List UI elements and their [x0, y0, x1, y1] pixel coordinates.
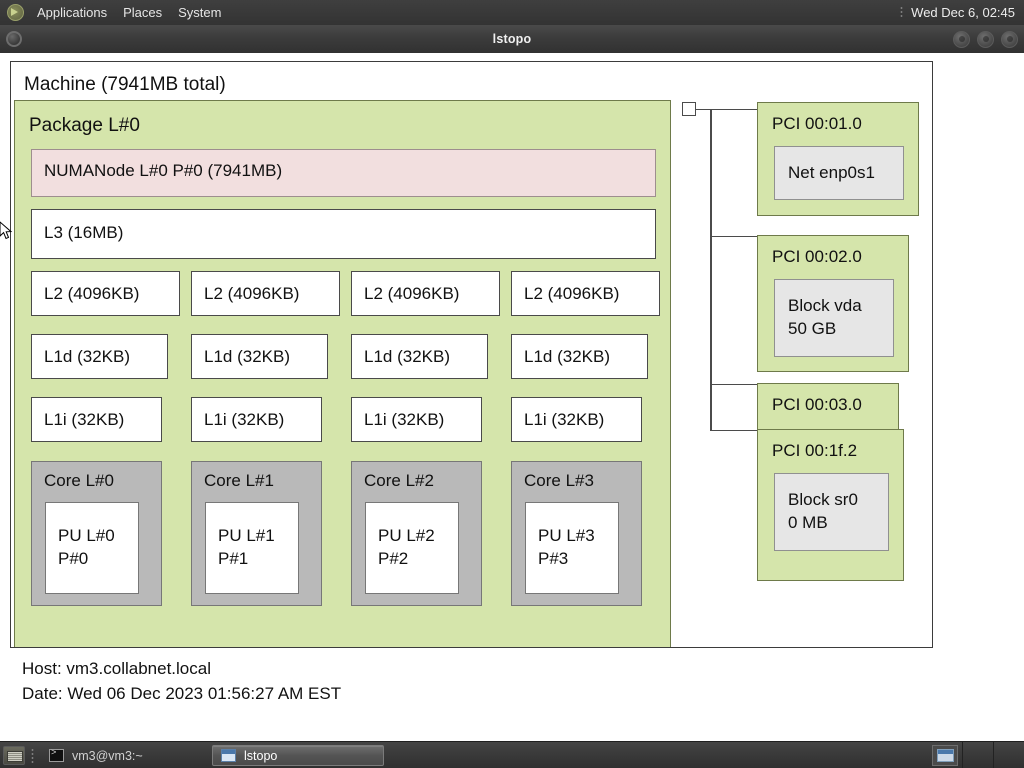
pu-label-line2-1: P#1 — [218, 549, 249, 568]
pu-box-0[interactable]: PU L#0 P#0 — [45, 502, 139, 594]
l2-cache-box-2[interactable]: L2 (4096KB) — [351, 271, 500, 316]
task-label-lstopo: lstopo — [244, 748, 278, 763]
pci-child-line2-3: 0 MB — [788, 513, 828, 532]
l1d-cache-box-1[interactable]: L1d (32KB) — [191, 334, 328, 379]
info-footer: Host: vm3.collabnet.local Date: Wed 06 D… — [10, 647, 933, 710]
pu-label-line2-2: P#2 — [378, 549, 409, 568]
numanode-label: NUMANode L#0 P#0 (7941MB) — [44, 161, 283, 180]
panel-clock[interactable]: Wed Dec 6, 02:45 — [911, 5, 1015, 20]
pci-child-line1-3: Block sr0 — [788, 490, 858, 510]
l2-cache-box-0[interactable]: L2 (4096KB) — [31, 271, 180, 316]
l1i-cache-box-1[interactable]: L1i (32KB) — [191, 397, 322, 442]
taskbar-divider-2 — [993, 742, 994, 768]
show-desktop-icon[interactable] — [3, 746, 25, 765]
bottom-taskbar: vm3@vm3:~ lstopo — [0, 741, 1024, 768]
pu-label-line1-0: PU L#0 — [58, 526, 115, 546]
pu-box-2[interactable]: PU L#2 P#2 — [365, 502, 459, 594]
l1i-cache-box-3[interactable]: L1i (32KB) — [511, 397, 642, 442]
l2-cache-box-1[interactable]: L2 (4096KB) — [191, 271, 340, 316]
workspace-2[interactable] — [963, 742, 993, 768]
pci-label-0: PCI 00:01.0 — [772, 114, 862, 133]
pu-label-line2-0: P#0 — [58, 549, 89, 568]
l1d-cache-box-0[interactable]: L1d (32KB) — [31, 334, 168, 379]
numanode-box[interactable]: NUMANode L#0 P#0 (7941MB) — [31, 149, 656, 197]
maximize-button[interactable] — [977, 30, 994, 48]
core-box-3[interactable]: Core L#3 PU L#3 P#3 — [511, 461, 642, 606]
taskbar-divider-1 — [962, 742, 963, 768]
pci-tree-root-node — [682, 102, 696, 116]
pci-tree-branch-0 — [710, 108, 758, 110]
pci-tree-branch-2 — [710, 383, 758, 385]
l1d-cache-box-3[interactable]: L1d (32KB) — [511, 334, 648, 379]
menu-applications[interactable]: Applications — [37, 5, 108, 20]
task-button-lstopo[interactable]: lstopo — [212, 745, 384, 766]
menu-system[interactable]: System — [178, 5, 222, 20]
window-title: lstopo — [492, 32, 532, 46]
l3-cache-box[interactable]: L3 (16MB) — [31, 209, 656, 259]
pci-label-1: PCI 00:02.0 — [772, 247, 862, 266]
pci-label-3: PCI 00:1f.2 — [772, 441, 858, 460]
pu-label-line1-2: PU L#2 — [378, 526, 435, 546]
pci-tree-branch-1 — [710, 235, 758, 237]
pu-box-3[interactable]: PU L#3 P#3 — [525, 502, 619, 594]
pci-tree-branch-3 — [710, 429, 758, 431]
pci-child-box-3[interactable]: Block sr0 0 MB — [774, 473, 889, 551]
l2-cache-box-3[interactable]: L2 (4096KB) — [511, 271, 660, 316]
lstopo-canvas[interactable]: Machine (7941MB total) Package L#0 NUMAN… — [0, 53, 1024, 737]
package-box[interactable]: Package L#0 NUMANode L#0 P#0 (7941MB) L3… — [14, 100, 671, 667]
window-menu-icon[interactable] — [6, 31, 22, 47]
date-line: Date: Wed 06 Dec 2023 01:56:27 AM EST — [22, 684, 342, 703]
taskbar-separator — [31, 748, 34, 763]
pci-child-line1-0: Net enp0s1 — [788, 162, 875, 182]
window-buttons — [953, 30, 1018, 48]
pu-label-line2-3: P#3 — [538, 549, 569, 568]
pci-box-1[interactable]: PCI 00:02.0 Block vda 50 GB — [757, 235, 909, 372]
window-titlebar[interactable]: lstopo — [0, 25, 1024, 54]
menu-places[interactable]: Places — [123, 5, 163, 20]
core-label-2: Core L#2 — [364, 471, 434, 490]
core-box-1[interactable]: Core L#1 PU L#1 P#1 — [191, 461, 322, 606]
workspace-3[interactable] — [994, 742, 1024, 768]
host-line: Host: vm3.collabnet.local — [22, 659, 211, 678]
gnome-foot-icon[interactable] — [4, 4, 26, 22]
pci-tree-stub — [696, 108, 712, 110]
panel-grip-icon — [900, 6, 904, 19]
l1d-cache-box-2[interactable]: L1d (32KB) — [351, 334, 488, 379]
l3-cache-label: L3 (16MB) — [44, 223, 124, 242]
pci-box-2[interactable]: PCI 00:03.0 — [757, 383, 899, 430]
terminal-icon — [49, 748, 64, 762]
core-box-2[interactable]: Core L#2 PU L#2 P#2 — [351, 461, 482, 606]
mouse-cursor — [0, 221, 13, 240]
l1i-cache-box-0[interactable]: L1i (32KB) — [31, 397, 162, 442]
workspace-switcher-icon[interactable] — [932, 745, 958, 766]
core-label-3: Core L#3 — [524, 471, 594, 490]
l1i-cache-box-2[interactable]: L1i (32KB) — [351, 397, 482, 442]
pu-label-line1-1: PU L#1 — [218, 526, 275, 546]
core-label-0: Core L#0 — [44, 471, 114, 490]
pci-child-box-0[interactable]: Net enp0s1 — [774, 146, 904, 200]
pci-child-line2-1: 50 GB — [788, 319, 837, 338]
pci-child-line1-1: Block vda — [788, 296, 862, 316]
close-button[interactable] — [1001, 30, 1018, 48]
pu-box-1[interactable]: PU L#1 P#1 — [205, 502, 299, 594]
pci-child-box-1[interactable]: Block vda 50 GB — [774, 279, 894, 357]
machine-label: Machine (7941MB total) — [24, 74, 226, 95]
task-label-terminal: vm3@vm3:~ — [72, 748, 143, 763]
pu-label-line1-3: PU L#3 — [538, 526, 595, 546]
pci-label-2: PCI 00:03.0 — [772, 395, 862, 414]
core-label-1: Core L#1 — [204, 471, 274, 490]
pci-tree-trunk — [710, 108, 712, 431]
pci-box-3[interactable]: PCI 00:1f.2 Block sr0 0 MB — [757, 429, 904, 581]
minimize-button[interactable] — [953, 30, 970, 48]
core-box-0[interactable]: Core L#0 PU L#0 P#0 — [31, 461, 162, 606]
window-icon — [221, 749, 236, 762]
package-label: Package L#0 — [29, 115, 140, 136]
gnome-top-panel: Applications Places System Wed Dec 6, 02… — [0, 0, 1024, 26]
task-button-terminal[interactable]: vm3@vm3:~ — [40, 745, 212, 766]
pci-box-0[interactable]: PCI 00:01.0 Net enp0s1 — [757, 102, 919, 216]
